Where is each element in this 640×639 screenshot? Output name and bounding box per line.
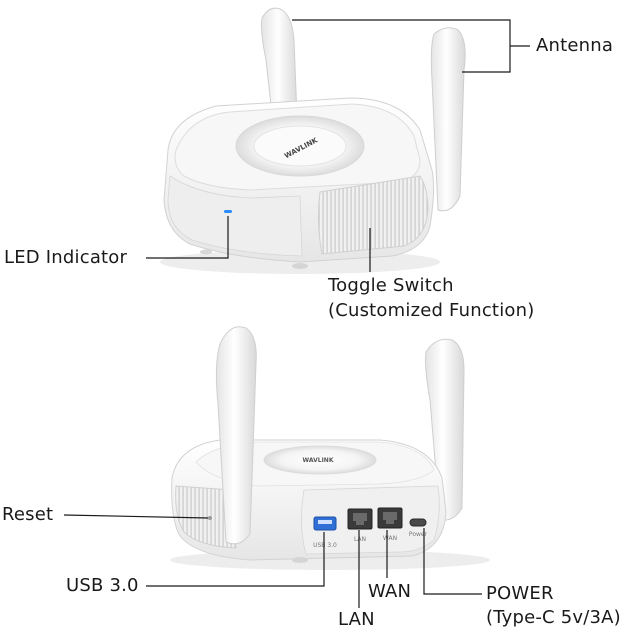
brand-logo-bottom: WAVLINK: [303, 457, 334, 464]
bottom-router-image: WAVLINK USB: [170, 326, 490, 570]
led-indicator-label: LED Indicator: [4, 247, 128, 268]
power-label: POWER: [486, 583, 554, 604]
led-callout-line: [146, 216, 229, 259]
toggle-switch-label: Toggle Switch: [328, 275, 454, 296]
reset-hole: [208, 516, 212, 520]
bottom-router-body: WAVLINK USB: [171, 439, 447, 563]
power-port: [409, 518, 427, 527]
wan-port-label: WAN: [383, 535, 397, 542]
power-port-label: Power: [409, 531, 428, 538]
callout-lines: [63, 19, 530, 608]
top-front-antenna: [430, 27, 466, 212]
usb-port-label: USB 3.0: [313, 542, 337, 549]
bottom-left-antenna: [215, 326, 257, 545]
bottom-right-antenna: [425, 338, 465, 521]
usb-callout-line: [146, 532, 325, 587]
led-indicator-light: [224, 210, 232, 213]
toggle-switch-sublabel: (Customized Function): [328, 300, 535, 321]
power-callout-line: [423, 528, 482, 595]
usb-label: USB 3.0: [66, 575, 139, 596]
top-router-body: WAVLINK: [163, 97, 435, 269]
lan-port-label: LAN: [354, 536, 366, 543]
reset-callout-line: [63, 514, 209, 519]
top-router-image: WAVLINK: [160, 7, 466, 274]
reset-label: Reset: [2, 504, 54, 525]
lan-label: LAN: [338, 609, 375, 630]
antenna-label: Antenna: [536, 35, 614, 56]
antenna-callout-line: [292, 19, 511, 73]
wan-label: WAN: [368, 581, 412, 602]
power-sublabel: (Type-C 5v/3A): [486, 607, 621, 628]
